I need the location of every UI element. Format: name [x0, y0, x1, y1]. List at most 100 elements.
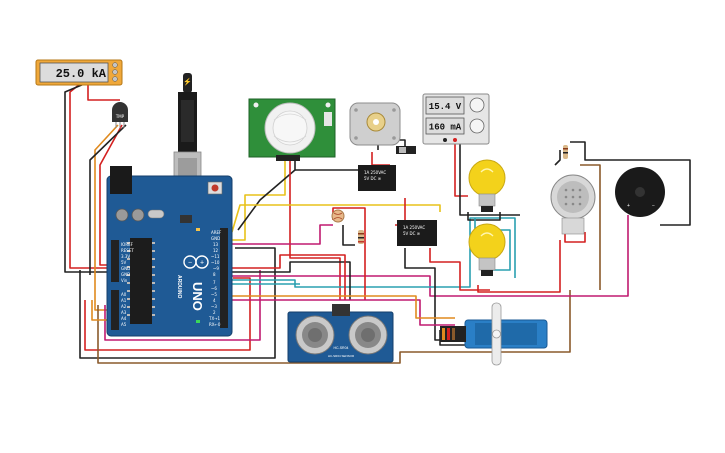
svg-text:A0: A0 [121, 292, 127, 297]
svg-text:2: 2 [213, 310, 216, 315]
wire-red-pir [289, 160, 341, 300]
svg-text:IOREF: IOREF [121, 242, 134, 247]
pir-sensor[interactable] [248, 98, 336, 161]
power-supply-current: 160 mA [429, 123, 462, 133]
analog-header [111, 290, 119, 330]
voltage-knob[interactable] [469, 97, 485, 113]
wire-red-bottom [84, 277, 251, 351]
wire-black-ldr [342, 225, 355, 246]
ultrasonic-label: HC-SR04 SENSOR [328, 354, 355, 358]
svg-text:GND: GND [121, 266, 130, 271]
wire-black-temp [89, 124, 127, 275]
svg-text:−: − [652, 203, 655, 209]
arduino-board[interactable]: − + ARDUINO UNO AREF GND 13 12 ~11 ~10 ~… [106, 166, 233, 337]
relay-2[interactable]: 1A 250VAC 5V DC ≋ [397, 220, 437, 246]
wire-red-multimeter-b [87, 84, 120, 101]
light-bulb-1[interactable] [468, 159, 506, 212]
svg-text:A2: A2 [121, 304, 127, 309]
wire-orange-servo [232, 295, 455, 319]
svg-text:~10: ~10 [211, 260, 220, 265]
svg-text:8: 8 [213, 272, 216, 277]
multimeter-reading: 25.0 kA [56, 67, 107, 81]
wire-red-sound [564, 232, 586, 243]
resistor-small[interactable] [563, 145, 568, 159]
svg-text:+: + [200, 260, 204, 267]
multimeter-knob-b [112, 69, 118, 75]
slide-switch[interactable] [396, 146, 416, 154]
svg-text:~6: ~6 [211, 286, 217, 291]
pin-labels: AREF GND 13 12 ~11 ~10 ~9 8 7 ~6 ~5 4 ~3… [121, 230, 222, 327]
servo-motor[interactable] [440, 302, 548, 366]
multimeter-knob-c [112, 76, 118, 82]
chip-pins [127, 242, 155, 316]
svg-text:TX→1: TX→1 [208, 316, 221, 321]
temperature-sensor[interactable]: TMP [112, 102, 128, 128]
svg-text:~5: ~5 [211, 292, 217, 297]
svg-text:5V: 5V [121, 260, 127, 265]
svg-text:13: 13 [213, 242, 219, 247]
svg-text:TMP: TMP [115, 114, 125, 119]
wire-black-multimeter [64, 83, 110, 273]
wire-yellow-top [231, 204, 441, 233]
wire-black-relay1 [295, 169, 361, 178]
wire-magenta-long [232, 215, 629, 297]
svg-text:A4: A4 [121, 316, 127, 321]
wire-magenta-left [104, 270, 261, 341]
svg-text:5V DC ≋: 5V DC ≋ [403, 231, 420, 236]
capacitor [131, 208, 145, 222]
arduino-model: UNO [190, 282, 205, 311]
svg-text:RESET: RESET [121, 248, 134, 253]
wire-black-sound2 [554, 150, 561, 166]
svg-text:4: 4 [213, 298, 216, 303]
wire-black-buzzer [570, 141, 691, 226]
svg-text:GND: GND [121, 272, 130, 277]
wire-red-relay1 [371, 152, 390, 166]
wire-red-center [232, 254, 346, 300]
ultrasonic-sensor[interactable]: HC-SR04 HC-SR04 SENSOR [287, 304, 394, 363]
current-knob[interactable] [469, 118, 485, 134]
svg-text:~3: ~3 [211, 304, 217, 309]
svg-text:RX←0: RX←0 [209, 322, 221, 327]
wire-teal-bulb [474, 218, 511, 271]
usb-cable: ⚡ [173, 73, 202, 193]
piezo-buzzer[interactable]: + − [615, 167, 665, 217]
wire-yellow-pir [230, 160, 286, 241]
mcu-chip [130, 238, 152, 324]
wire-black-bulb1 [467, 212, 501, 221]
svg-text:A1: A1 [121, 298, 127, 303]
svg-text:3.3V: 3.3V [121, 254, 130, 259]
svg-text:⚡: ⚡ [183, 77, 192, 86]
dc-motor[interactable] [349, 102, 401, 146]
wire-magenta-mid [232, 224, 333, 245]
resistor[interactable] [358, 230, 364, 244]
svg-text:~9: ~9 [213, 266, 219, 271]
light-bulb-2[interactable] [468, 223, 506, 276]
svg-text:12: 12 [213, 248, 219, 253]
wire-brown-sound [580, 164, 601, 290]
svg-text:5V DC ≋: 5V DC ≋ [364, 176, 381, 181]
wire-red-ps [454, 142, 468, 197]
power-supply[interactable]: 15.4 V 160 mA [422, 93, 490, 145]
wire-orange-temp [94, 124, 119, 311]
svg-text:1A 250VAC: 1A 250VAC [364, 170, 386, 175]
photoresistor[interactable] [331, 209, 345, 223]
svg-text:GND: GND [211, 236, 220, 241]
svg-text:Vin: Vin [121, 278, 128, 283]
svg-text:−: − [188, 260, 192, 267]
relay-1[interactable]: 1A 250VAC 5V DC ≋ [358, 165, 396, 191]
power-supply-voltage: 15.4 V [429, 102, 462, 112]
svg-text:~11: ~11 [211, 254, 220, 259]
wire-black-center [232, 261, 351, 300]
icsp-header [180, 215, 192, 223]
svg-text:+: + [627, 203, 630, 209]
wire-brown-bottom [97, 290, 571, 364]
wire-magenta-servo [232, 299, 455, 326]
wire-black-pir [237, 160, 296, 231]
wire-red-temp [99, 124, 123, 266]
crystal [147, 209, 165, 219]
multimeter[interactable]: 25.0 kA [35, 59, 123, 86]
power-header [111, 240, 119, 282]
dc-jack [110, 166, 132, 194]
microphone-sensor[interactable] [550, 174, 596, 235]
